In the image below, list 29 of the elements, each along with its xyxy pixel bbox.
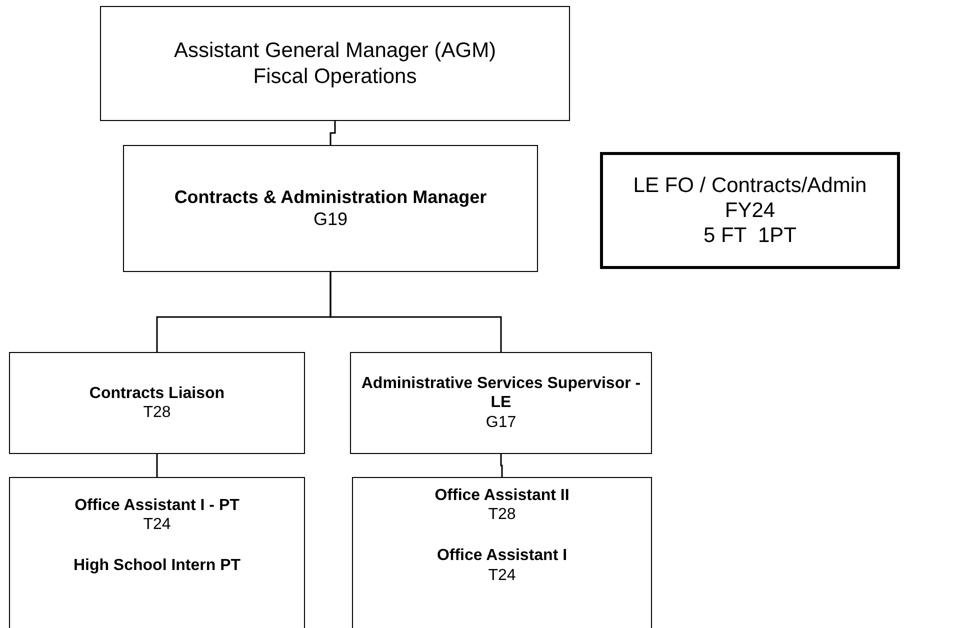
box-text: T24 — [143, 515, 171, 534]
position-title: High School Intern PT — [73, 556, 241, 576]
box-title: LE FO / Contracts/Admin — [633, 172, 867, 198]
box-title: Assistant General Manager (AGM) — [174, 38, 496, 64]
box-text: G17 — [486, 412, 516, 432]
box-text: FY24 — [724, 198, 776, 224]
box-text: T24 — [488, 566, 516, 585]
connector-line — [330, 121, 336, 145]
connector-line — [500, 454, 503, 477]
position-title: Contracts & Administration Manager — [174, 186, 487, 208]
box-text: T28 — [143, 403, 171, 422]
position-title: Office Assistant I — [436, 546, 568, 566]
position-box — [123, 145, 538, 272]
position-box — [9, 352, 305, 454]
position-title: Office Assistant I - PT — [74, 496, 240, 516]
position-box — [100, 6, 570, 121]
position-title: Administrative Services Supervisor - LE — [361, 374, 641, 413]
box-text: T28 — [488, 505, 516, 524]
box-text: G19 — [313, 208, 348, 230]
connector-line — [330, 272, 502, 352]
position-box — [352, 477, 652, 628]
box-text: 5 FT 1PT — [704, 223, 796, 248]
box-text: Fiscal Operations — [253, 64, 417, 89]
position-box — [600, 152, 900, 269]
position-box — [9, 477, 305, 628]
position-box — [350, 352, 652, 454]
position-title: Contracts Liaison — [89, 384, 225, 403]
position-title: Office Assistant II — [434, 486, 570, 506]
connector-line — [156, 454, 158, 477]
